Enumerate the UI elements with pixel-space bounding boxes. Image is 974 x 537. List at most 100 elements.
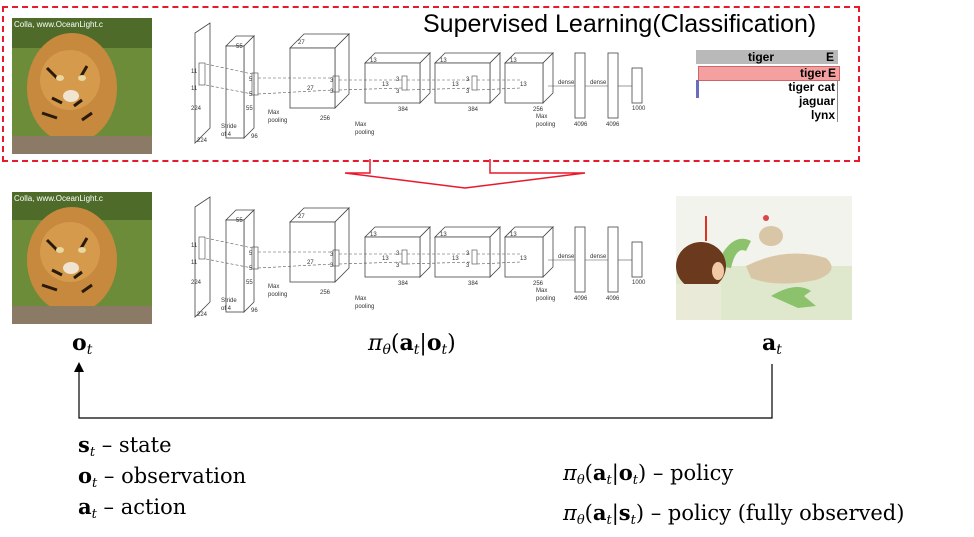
classifier-header-suffix: E bbox=[825, 50, 834, 64]
net-label: 3 bbox=[396, 89, 400, 95]
conv3-kernel bbox=[401, 75, 408, 91]
net-label: 5 bbox=[249, 251, 253, 257]
policy-obs: o bbox=[426, 330, 442, 356]
net-label: 4096 bbox=[606, 296, 620, 302]
legend-cond: s bbox=[618, 500, 631, 525]
action-subscript: t bbox=[776, 342, 782, 358]
net-label: 13 bbox=[370, 58, 377, 64]
net-label: 13 bbox=[510, 58, 517, 64]
net-label: pooling bbox=[268, 292, 287, 298]
conv1-kernel bbox=[251, 72, 259, 96]
legend-subscript: t bbox=[92, 476, 98, 491]
policy-pi: π bbox=[368, 331, 383, 356]
legend-theta: θ bbox=[576, 473, 585, 488]
output-layer bbox=[631, 67, 643, 104]
conv3-block bbox=[364, 62, 421, 104]
net-label: 224 bbox=[191, 280, 202, 286]
net-label: Max bbox=[355, 296, 366, 302]
dense-layer-1 bbox=[574, 52, 586, 119]
net-label: 13 bbox=[382, 82, 389, 88]
legend-text: – action bbox=[96, 495, 187, 519]
net-label: 27 bbox=[298, 214, 305, 220]
net-label: 3 bbox=[396, 251, 400, 257]
net-label: 55 bbox=[236, 44, 243, 50]
legend-symbol: s bbox=[78, 432, 90, 457]
feedback-loop-arrow bbox=[74, 362, 773, 419]
conv-connection bbox=[205, 258, 253, 269]
net-label: 27 bbox=[298, 40, 305, 46]
net-label: 13 bbox=[510, 232, 517, 238]
net-label: 1000 bbox=[632, 280, 646, 286]
net-label: 3 bbox=[396, 77, 400, 83]
conv3-kernel bbox=[401, 249, 408, 265]
legend-close: ) bbox=[638, 461, 647, 485]
conv-connection bbox=[338, 261, 403, 265]
dense-layer-1 bbox=[574, 226, 586, 293]
conv5-block bbox=[504, 236, 544, 278]
conv-connection bbox=[406, 261, 473, 265]
net-label: 11 bbox=[191, 69, 198, 75]
net-label: 55 bbox=[236, 218, 243, 224]
net-label: 224 bbox=[191, 106, 202, 112]
net-label: of 4 bbox=[221, 132, 232, 138]
net-label: 384 bbox=[468, 107, 479, 113]
conv4-kernel bbox=[471, 75, 478, 91]
net-label: 55 bbox=[246, 106, 253, 112]
conv-connection bbox=[205, 237, 253, 249]
net-label: 27 bbox=[307, 260, 314, 266]
classifier-row-label: tiger cat bbox=[788, 80, 835, 94]
legend-pi: π bbox=[563, 501, 577, 525]
legend-cond: o bbox=[618, 460, 633, 485]
net-label: Max bbox=[536, 288, 547, 294]
policy-obs-sub: t bbox=[441, 342, 448, 358]
conv-connection bbox=[257, 263, 334, 269]
conv2-kernel bbox=[332, 75, 340, 93]
net-label: 96 bbox=[251, 134, 258, 140]
legend-a-sub: t bbox=[606, 513, 612, 528]
net-label: pooling bbox=[268, 118, 287, 124]
net-label: Stride bbox=[221, 124, 237, 130]
classifier-row-label: lynx bbox=[810, 108, 835, 122]
supervised-learning-title: Supervised Learning(Classification) bbox=[423, 10, 817, 38]
action-illustration bbox=[676, 196, 852, 320]
net-label: Stride bbox=[221, 298, 237, 304]
observation-symbol: o bbox=[72, 330, 87, 356]
net-label: 13 bbox=[520, 256, 527, 262]
legend-a: a bbox=[592, 500, 607, 525]
classifier-header: tiger E bbox=[696, 50, 838, 64]
action-label: at bbox=[762, 330, 782, 358]
legend-action: at – action bbox=[78, 494, 186, 522]
net-label: 3 bbox=[330, 78, 334, 84]
classifier-row-label: jaguar bbox=[798, 94, 835, 108]
net-label: 5 bbox=[249, 266, 253, 272]
tiger-image-bottom: Colla, www.OceanLight.c bbox=[12, 192, 152, 324]
legend-theta: θ bbox=[576, 513, 585, 528]
legend-bar: | bbox=[611, 461, 619, 485]
conv2-block bbox=[289, 47, 336, 109]
legend-text: – policy bbox=[646, 461, 734, 485]
watermark-text: Colla, www.OceanLight.c bbox=[14, 20, 103, 29]
tiger-image-top: Colla, www.OceanLight.c bbox=[12, 18, 152, 154]
net-label: pooling bbox=[355, 304, 374, 310]
net-label: 1000 bbox=[632, 106, 646, 112]
net-label: 224 bbox=[197, 138, 208, 144]
net-label: 11 bbox=[191, 243, 198, 249]
conv3-block bbox=[364, 236, 421, 278]
net-label: 5 bbox=[249, 92, 253, 98]
net-label: 384 bbox=[468, 281, 479, 287]
policy-action: a bbox=[399, 330, 414, 356]
policy-bar: | bbox=[419, 331, 427, 356]
classifier-divider bbox=[696, 80, 699, 98]
conv-connection bbox=[476, 261, 521, 265]
net-label: 4096 bbox=[606, 122, 620, 128]
policy-open: ( bbox=[390, 331, 400, 356]
legend-text: – observation bbox=[97, 464, 247, 488]
net-label: dense bbox=[590, 80, 607, 86]
net-label: 11 bbox=[191, 86, 198, 92]
net-label: 13 bbox=[440, 232, 447, 238]
net-label: 3 bbox=[330, 252, 334, 258]
action-symbol: a bbox=[762, 330, 777, 356]
net-label: Max bbox=[268, 110, 279, 116]
input-kernel bbox=[198, 236, 206, 260]
